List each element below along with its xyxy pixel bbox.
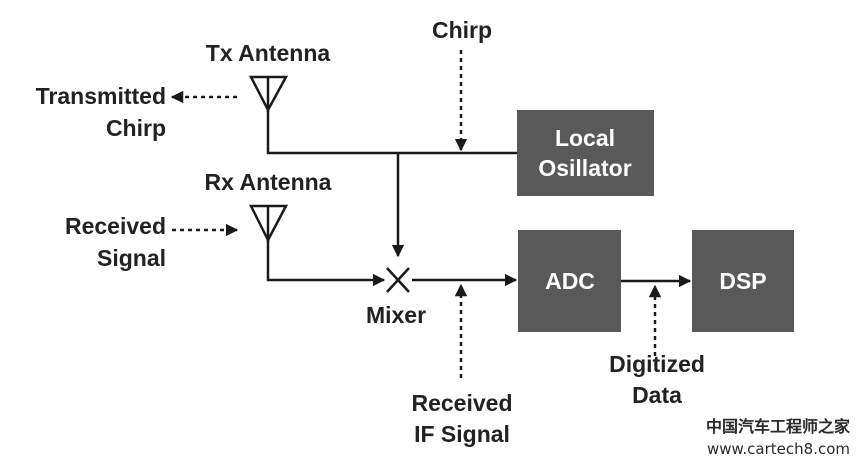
received-if-label-line2: IF Signal (414, 421, 510, 447)
received-signal-label-line1: Received (65, 213, 166, 239)
watermark-line2: www.cartech8.com (707, 440, 850, 458)
digitized-data-label-line1: Digitized (609, 351, 705, 377)
chirp-label: Chirp (432, 17, 492, 43)
local-oscillator-label-line1: Local (555, 125, 615, 151)
local-oscillator-block (517, 110, 654, 196)
adc-block (518, 230, 621, 332)
received-signal-label-line2: Signal (97, 245, 166, 271)
watermark-line1: 中国汽车工程师之家 (706, 417, 851, 436)
rx-antenna-label: Rx Antenna (205, 169, 332, 195)
rx-to-mixer-arrow (266, 240, 386, 287)
transmitted-chirp-label-line2: Chirp (106, 115, 166, 141)
adc-label: ADC (545, 268, 595, 294)
tx-antenna-label: Tx Antenna (206, 40, 331, 66)
mixer-icon (386, 267, 410, 293)
tx-feed-line (266, 110, 517, 155)
mixer-label: Mixer (366, 302, 426, 328)
local-oscillator-label-line2: Osillator (538, 155, 631, 181)
transmitted-chirp-label-line1: Transmitted (36, 83, 166, 109)
rx-antenna-icon (248, 204, 289, 243)
received-if-label-line1: Received (411, 390, 512, 416)
tx-antenna-icon (248, 75, 289, 113)
dsp-block (692, 230, 794, 332)
dsp-label: DSP (719, 268, 766, 294)
digitized-data-label-line2: Data (632, 382, 682, 408)
